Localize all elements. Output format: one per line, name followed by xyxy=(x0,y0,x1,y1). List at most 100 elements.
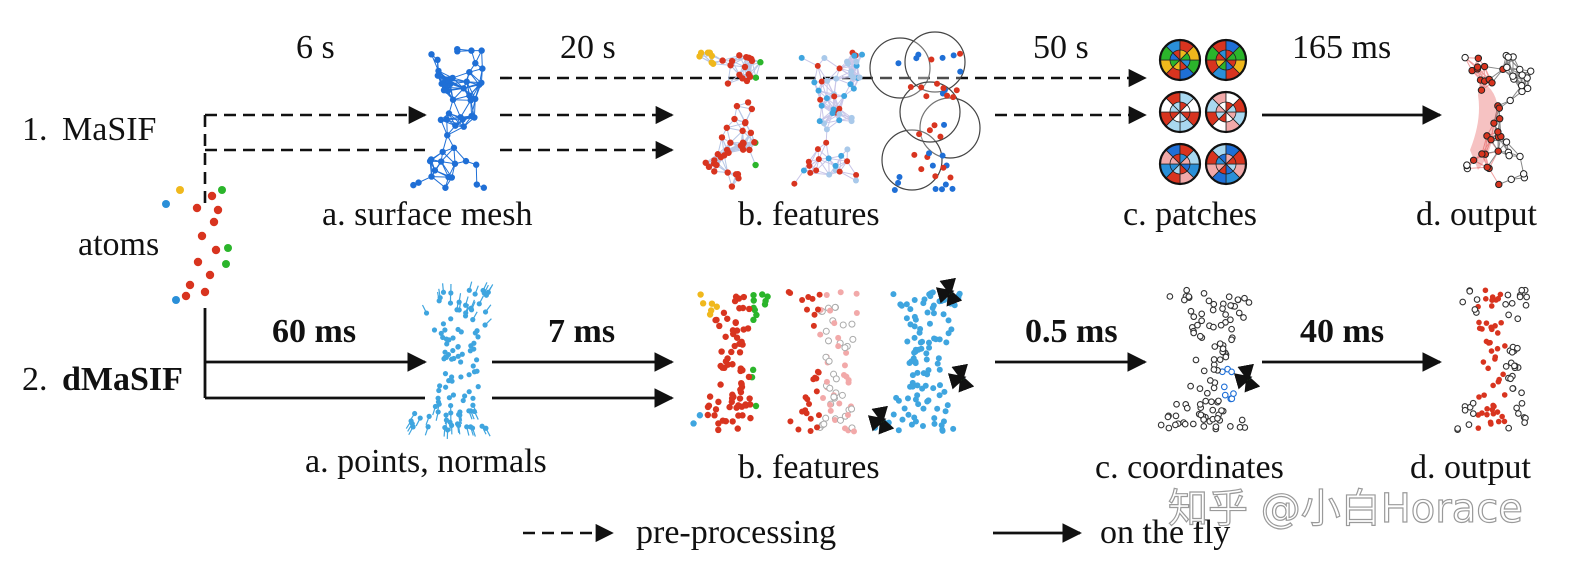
feature-point xyxy=(915,346,922,353)
output-point xyxy=(1494,345,1501,352)
feature-node xyxy=(836,168,843,175)
mesh-edge xyxy=(828,157,848,162)
coordinate-point xyxy=(1218,407,1225,414)
coordinate-point xyxy=(1196,332,1204,340)
row-name-masif: MaSIF xyxy=(62,111,156,148)
feature-point xyxy=(931,420,938,427)
feature-node xyxy=(711,168,718,175)
feature-point xyxy=(738,380,745,388)
feature-point xyxy=(923,350,930,357)
coordinate-point xyxy=(1165,424,1173,432)
feature-point xyxy=(907,306,914,313)
atom-dot xyxy=(176,186,184,194)
mesh-node xyxy=(454,45,461,53)
mesh-node xyxy=(457,114,464,121)
legend: pre-processing on the fly xyxy=(523,514,1230,551)
feature-point xyxy=(936,366,943,373)
surface-point xyxy=(483,425,489,431)
mesh-node xyxy=(472,60,479,67)
feature-point xyxy=(716,322,723,330)
output-point xyxy=(1488,303,1495,309)
points-normals-illustration xyxy=(405,281,494,439)
feature-point xyxy=(735,412,742,419)
coordinate-point xyxy=(1164,413,1172,421)
atom-dot xyxy=(200,287,210,297)
legend-solid-label: on the fly xyxy=(1100,514,1230,551)
output-node xyxy=(1516,152,1524,161)
feature-node xyxy=(934,80,941,87)
feature-node xyxy=(728,183,736,190)
feature-point xyxy=(711,412,718,419)
masif-time-patches: 50 s xyxy=(1033,29,1089,66)
feature-point xyxy=(816,291,823,298)
surface-point xyxy=(455,343,461,350)
feature-point xyxy=(836,416,844,424)
output-point xyxy=(1509,385,1517,392)
feature-point xyxy=(815,412,822,419)
coordinate-point xyxy=(1172,412,1180,420)
surface-point xyxy=(426,413,432,419)
atoms-illustration xyxy=(162,186,232,304)
patches-illustration xyxy=(1158,38,1248,186)
coordinate-point xyxy=(1210,356,1218,363)
feature-node xyxy=(836,110,843,117)
output-node xyxy=(1504,53,1512,61)
feature-point xyxy=(835,334,842,341)
output-point xyxy=(1488,421,1494,427)
feature-node xyxy=(915,51,922,58)
feature-point xyxy=(795,426,802,433)
output-node xyxy=(1495,115,1504,123)
output-point xyxy=(1489,326,1495,333)
feature-point xyxy=(729,361,736,368)
surface-point xyxy=(480,287,486,294)
mesh-node xyxy=(445,173,452,181)
feature-node xyxy=(814,146,821,153)
surface-point xyxy=(459,351,465,357)
feature-point xyxy=(705,402,713,409)
surface-point xyxy=(476,301,482,307)
feature-node xyxy=(844,158,851,165)
feature-node xyxy=(718,134,726,141)
feature-node xyxy=(944,92,951,99)
output-point xyxy=(1502,300,1509,308)
surface-mesh-illustration xyxy=(410,45,488,191)
mesh-node xyxy=(463,78,470,85)
coordinate-point xyxy=(1240,314,1247,321)
surface-point xyxy=(435,395,441,401)
feature-node xyxy=(818,102,825,109)
coordinate-point xyxy=(1196,401,1204,408)
output-point xyxy=(1489,297,1495,304)
feature-point xyxy=(850,428,857,435)
coordinate-point xyxy=(1212,423,1220,431)
feature-node xyxy=(814,62,821,69)
output-point xyxy=(1496,376,1502,383)
output-point xyxy=(1492,354,1499,360)
coordinate-point xyxy=(1200,289,1208,297)
feature-point xyxy=(911,296,918,303)
feature-point xyxy=(750,316,757,324)
feature-point xyxy=(825,357,833,365)
output-point xyxy=(1488,348,1495,354)
atom-dot xyxy=(224,244,232,252)
feature-point xyxy=(732,319,739,326)
feature-point xyxy=(920,405,927,412)
feature-point xyxy=(936,336,943,343)
feature-point xyxy=(787,418,794,425)
coordinate-point xyxy=(1230,390,1237,397)
feature-node xyxy=(932,173,939,180)
feature-point xyxy=(750,291,757,299)
feature-node xyxy=(824,77,831,84)
output-point xyxy=(1516,293,1524,301)
feature-point xyxy=(944,402,951,409)
feature-node xyxy=(752,161,759,169)
feature-point xyxy=(759,291,766,298)
feature-point xyxy=(950,425,957,432)
feature-point xyxy=(746,395,753,402)
feature-point xyxy=(914,392,921,399)
feature-point xyxy=(910,355,917,362)
atoms-label: atoms xyxy=(78,226,159,263)
coordinate-point xyxy=(1181,420,1189,428)
feature-point xyxy=(843,373,850,380)
output-point xyxy=(1505,424,1513,432)
feature-point xyxy=(911,313,918,320)
